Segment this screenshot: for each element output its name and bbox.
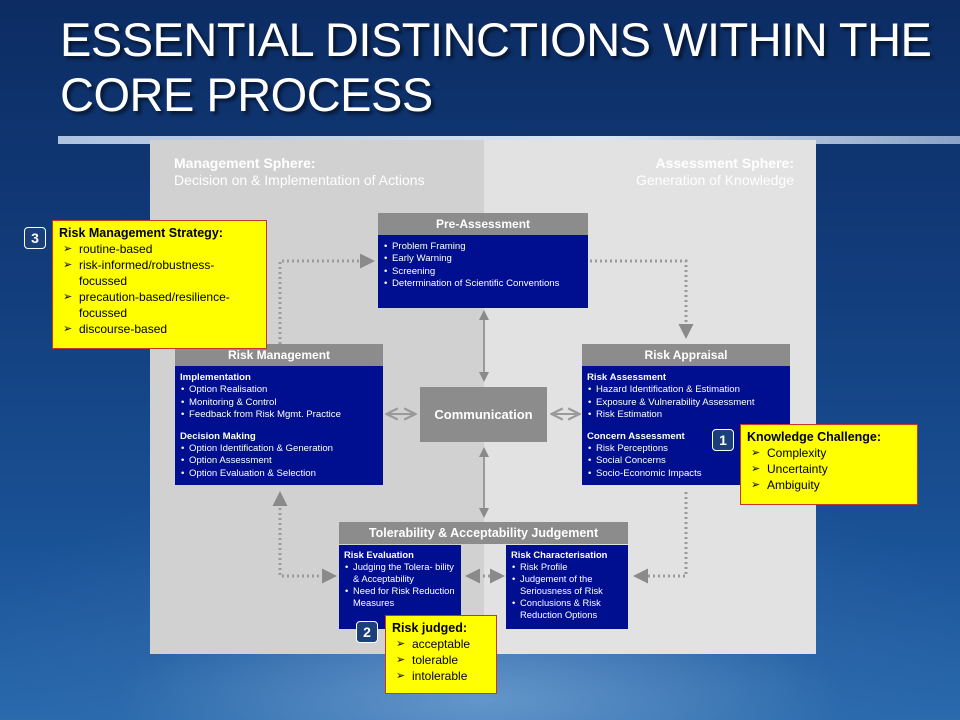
assessment-sphere-title: Assessment Sphere:	[655, 155, 794, 171]
decision-making-list: Option Identification & Generation Optio…	[180, 443, 378, 481]
risk-management-body: Implementation Option Realisation Monito…	[175, 366, 383, 485]
pre-assessment-body: Problem Framing Early Warning Screening …	[378, 235, 588, 308]
judged-note-list: acceptable tolerable intolerable	[392, 636, 490, 684]
list-item: Option Realisation	[180, 384, 378, 397]
list-item: Screening	[383, 266, 583, 279]
list-item: discourse-based	[59, 321, 260, 337]
list-item: Risk Perceptions	[587, 443, 785, 456]
assessment-sphere-subtitle: Generation of Knowledge	[636, 172, 794, 188]
list-item: Risk Profile	[511, 561, 623, 573]
list-item: Social Concerns	[587, 455, 785, 468]
list-item: Judging the Tolera- bility & Acceptabili…	[344, 561, 456, 585]
list-item: Feedback from Risk Mgmt. Practice	[180, 409, 378, 422]
knowledge-note-list: Complexity Uncertainty Ambiguity	[747, 445, 911, 493]
list-item: Problem Framing	[383, 241, 583, 254]
pre-assessment-list: Problem Framing Early Warning Screening …	[383, 241, 583, 291]
list-item: routine-based	[59, 241, 260, 257]
implementation-list: Option Realisation Monitoring & Control …	[180, 384, 378, 422]
page-title: ESSENTIAL DISTINCTIONS WITHIN THE CORE P…	[60, 13, 932, 121]
judged-note-title: Risk judged:	[392, 621, 468, 635]
list-item: Complexity	[747, 445, 911, 461]
list-item: precaution-based/resilience-focussed	[59, 289, 260, 321]
list-item: Uncertainty	[747, 461, 911, 477]
risk-assessment-heading: Risk Assessment	[587, 372, 667, 383]
risk-evaluation-heading: Risk Evaluation	[344, 549, 414, 560]
knowledge-note-title: Knowledge Challenge:	[747, 430, 882, 444]
management-sphere-heading: Management Sphere: Decision on & Impleme…	[174, 155, 425, 189]
strategy-note-title: Risk Management Strategy:	[59, 226, 223, 240]
list-item: Socio-Economic Impacts	[587, 468, 785, 481]
risk-assessment-list: Hazard Identification & Estimation Expos…	[587, 384, 785, 422]
knowledge-number-badge: 1	[712, 429, 734, 451]
strategy-note: Risk Management Strategy: routine-based …	[52, 220, 267, 349]
list-item: risk-informed/robustness-focussed	[59, 257, 260, 289]
connector-strategy-to-pre	[278, 253, 375, 344]
risk-characterisation-body: Risk Characterisation Risk Profile Judge…	[506, 545, 628, 629]
connector-pre-to-appraisal	[590, 259, 694, 339]
pre-assessment-header: Pre-Assessment	[378, 213, 588, 235]
list-item: Monitoring & Control	[180, 397, 378, 410]
list-item: Early Warning	[383, 253, 583, 266]
tolerability-header: Tolerability & Acceptability Judgement	[339, 522, 628, 544]
list-item: Risk Estimation	[587, 409, 785, 422]
decision-making-heading: Decision Making	[180, 430, 256, 442]
knowledge-note: Knowledge Challenge: Complexity Uncertai…	[740, 424, 918, 505]
list-item: Option Assessment	[180, 455, 378, 468]
list-item: Conclusions & Risk Reduction Options	[511, 597, 623, 621]
list-item: tolerable	[392, 652, 490, 668]
list-item: Option Evaluation & Selection	[180, 468, 378, 481]
management-sphere-subtitle: Decision on & Implementation of Actions	[174, 172, 425, 188]
list-item: Judgement of the Seriousness of Risk	[511, 573, 623, 597]
connector-tolerability-to-management	[272, 491, 337, 584]
risk-characterisation-heading: Risk Characterisation	[511, 549, 608, 560]
communication-box: Communication	[420, 387, 547, 442]
connector-appraisal-to-tolerability	[633, 492, 688, 584]
assessment-sphere-heading: Assessment Sphere: Generation of Knowled…	[636, 155, 794, 189]
list-item: Determination of Scientific Conventions	[383, 278, 583, 291]
judged-number-badge: 2	[356, 621, 378, 643]
management-sphere-title: Management Sphere:	[174, 155, 316, 171]
risk-appraisal-header: Risk Appraisal	[582, 344, 790, 366]
list-item: Hazard Identification & Estimation	[587, 384, 785, 397]
strategy-number-badge: 3	[24, 227, 46, 249]
strategy-note-list: routine-based risk-informed/robustness-f…	[59, 241, 260, 337]
list-item: Need for Risk Reduction Measures	[344, 585, 456, 609]
list-item: acceptable	[392, 636, 490, 652]
implementation-heading: Implementation	[180, 372, 251, 383]
risk-management-header: Risk Management	[175, 344, 383, 366]
list-item: Exposure & Vulnerability Assessment	[587, 397, 785, 410]
judged-note: Risk judged: acceptable tolerable intole…	[385, 615, 497, 694]
concern-assessment-heading: Concern Assessment	[587, 430, 685, 442]
list-item: Ambiguity	[747, 477, 911, 493]
risk-characterisation-list: Risk Profile Judgement of the Seriousnes…	[511, 561, 623, 621]
list-item: intolerable	[392, 668, 490, 684]
risk-evaluation-list: Judging the Tolera- bility & Acceptabili…	[344, 561, 456, 609]
list-item: Option Identification & Generation	[180, 443, 378, 456]
concern-assessment-list: Risk Perceptions Social Concerns Socio-E…	[587, 443, 785, 481]
